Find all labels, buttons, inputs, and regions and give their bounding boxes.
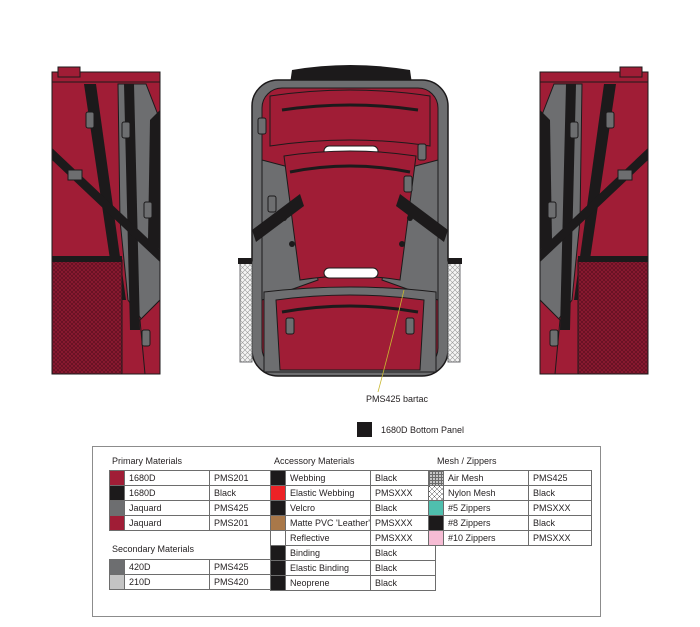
material-code: Black — [370, 560, 436, 576]
material-code: PMS425 — [209, 500, 275, 516]
material-name: Air Mesh — [443, 470, 529, 486]
material-name: Binding — [285, 545, 371, 561]
material-swatch — [270, 515, 286, 531]
material-code: PMSXXX — [370, 485, 436, 501]
material-name: Nylon Mesh — [443, 485, 529, 501]
material-code: PMS420 — [209, 574, 275, 590]
material-code: PMS201 — [209, 515, 275, 531]
primary-materials-title: Primary Materials — [112, 456, 183, 466]
material-code: PMSXXX — [528, 500, 592, 516]
material-code: Black — [209, 485, 275, 501]
material-code: Black — [528, 485, 592, 501]
material-swatch — [270, 485, 286, 501]
material-swatch — [428, 500, 444, 516]
bottom-panel-callout: 1680D Bottom Panel — [357, 422, 464, 437]
material-code: PMS425 — [209, 559, 275, 575]
material-name: 420D — [124, 559, 210, 575]
material-swatch — [428, 515, 444, 531]
mesh-zippers-title: Mesh / Zippers — [437, 456, 497, 466]
material-swatch — [109, 500, 125, 516]
material-name: Matte PVC 'Leather' — [285, 515, 371, 531]
material-name: Elastic Webbing — [285, 485, 371, 501]
material-swatch — [428, 530, 444, 546]
material-name: 1680D — [124, 470, 210, 486]
material-code: PMSXXX — [528, 530, 592, 546]
material-swatch — [109, 559, 125, 575]
bottom-panel-label: 1680D Bottom Panel — [381, 424, 465, 435]
material-swatch — [109, 470, 125, 486]
material-code: PMS425 — [528, 470, 592, 486]
material-name: Jaquard — [124, 500, 210, 516]
material-swatch — [270, 560, 286, 576]
backpack-illustration — [51, 65, 649, 393]
material-name: #5 Zippers — [443, 500, 529, 516]
material-code: Black — [528, 515, 592, 531]
material-swatch — [109, 574, 125, 590]
material-name: Elastic Binding — [285, 560, 371, 576]
material-name: Jaquard — [124, 515, 210, 531]
left-side-view — [51, 66, 161, 375]
front-view — [238, 65, 462, 393]
material-code: Black — [370, 545, 436, 561]
material-name: Neoprene — [285, 575, 371, 591]
accessory-materials-title: Accessory Materials — [274, 456, 355, 466]
material-swatch — [428, 485, 444, 501]
material-swatch — [270, 545, 286, 561]
material-code: PMSXXX — [370, 530, 436, 546]
bartac-callout: PMS425 bartac — [366, 394, 429, 404]
material-swatch — [109, 515, 125, 531]
material-swatch — [270, 530, 286, 546]
right-side-view — [539, 66, 649, 375]
material-name: #8 Zippers — [443, 515, 529, 531]
material-code: Black — [370, 575, 436, 591]
material-code: PMSXXX — [370, 515, 436, 531]
material-swatch — [428, 470, 444, 486]
material-name: Reflective — [285, 530, 371, 546]
material-name: 1680D — [124, 485, 210, 501]
material-row: Matte PVC 'Leather'PMSXXX — [270, 515, 436, 531]
material-code: Black — [370, 470, 436, 486]
material-name: Velcro — [285, 500, 371, 516]
material-code: Black — [370, 500, 436, 516]
material-code: PMS201 — [209, 470, 275, 486]
material-swatch — [270, 470, 286, 486]
bottom-panel-swatch — [357, 422, 372, 437]
material-name: Webbing — [285, 470, 371, 486]
material-swatch — [270, 500, 286, 516]
material-swatch — [270, 575, 286, 591]
material-name: 210D — [124, 574, 210, 590]
material-name: #10 Zippers — [443, 530, 529, 546]
material-swatch — [109, 485, 125, 501]
secondary-materials-title: Secondary Materials — [112, 544, 195, 554]
